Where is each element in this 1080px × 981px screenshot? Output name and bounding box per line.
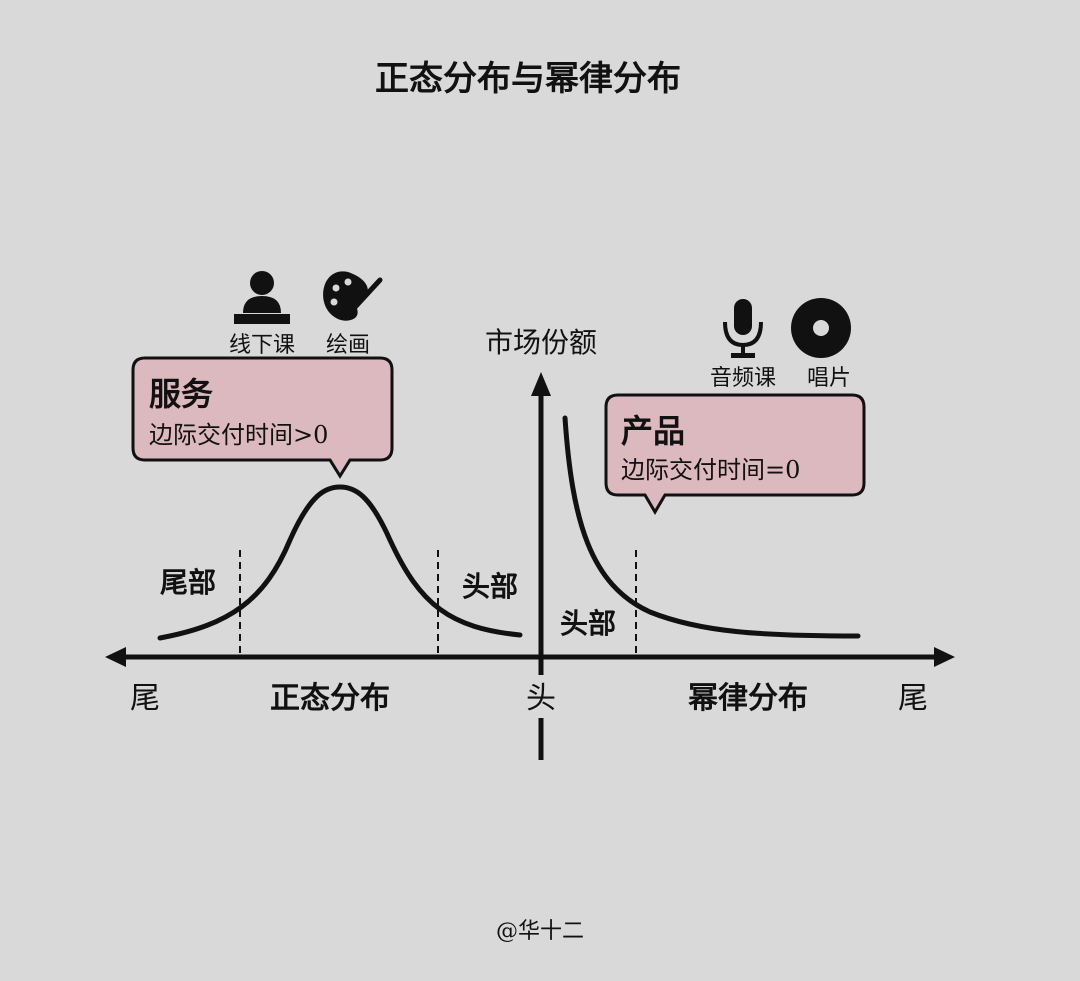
normal-head-label: 头部	[462, 570, 518, 603]
icon-label-offline-class: 线下课	[229, 333, 295, 358]
x-axis	[105, 647, 955, 667]
power-law-label: 幂律分布	[688, 681, 808, 716]
x-axis-left-label: 尾	[130, 681, 160, 716]
product-subtitle: 边际交付时间=0	[621, 456, 800, 484]
normal-distribution-label: 正态分布	[270, 681, 390, 716]
y-axis-label: 市场份额	[485, 326, 597, 359]
service-title: 服务	[149, 375, 213, 413]
normal-curve	[157, 484, 523, 641]
service-bubble: 服务 边际交付时间>0	[131, 356, 394, 479]
normal-tail-label: 尾部	[160, 566, 216, 599]
teacher-lectern-icon	[234, 271, 290, 324]
product-bubble: 产品 边际交付时间=0	[604, 393, 866, 515]
vinyl-record-icon	[791, 298, 851, 358]
icon-label-record: 唱片	[807, 366, 851, 391]
power-law-curve	[562, 415, 861, 639]
x-axis-right-label: 尾	[898, 681, 928, 716]
credit: @华十二	[496, 919, 584, 944]
icon-label-painting: 绘画	[326, 333, 370, 358]
microphone-icon	[723, 299, 763, 358]
x-axis-center-label: 头	[526, 681, 556, 716]
service-subtitle: 边际交付时间>0	[149, 421, 328, 449]
power-head-label: 头部	[560, 607, 616, 640]
icon-label-audio-class: 音频课	[710, 366, 776, 391]
y-axis	[531, 372, 551, 760]
diagram-title: 正态分布与幂律分布	[375, 59, 681, 99]
palette-icon	[323, 271, 383, 321]
product-title: 产品	[621, 412, 685, 450]
